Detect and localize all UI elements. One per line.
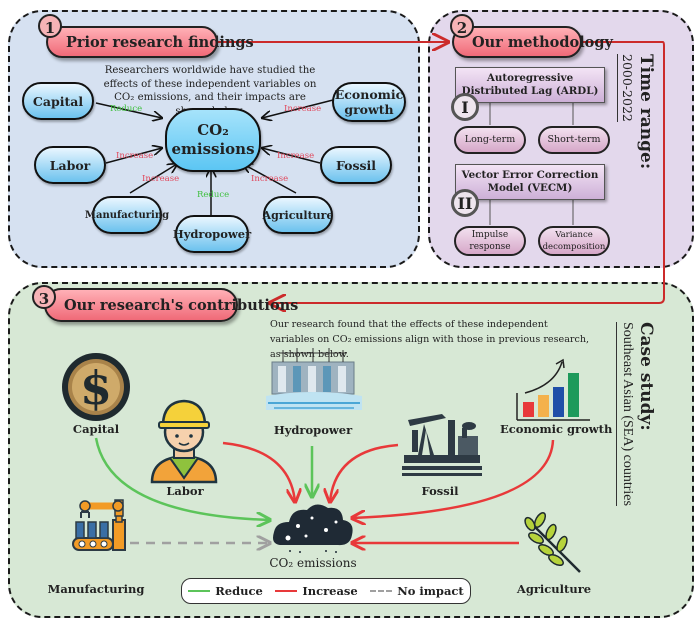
method-ardl: Autoregressive Distributed Lag (ARDL) (455, 67, 605, 103)
arrow-fossil-increase (330, 443, 399, 502)
robot-arm-icon (72, 499, 126, 551)
section3-title: Our research's contributions (44, 288, 298, 322)
s1-label-capital-effect: Reduce (110, 104, 143, 114)
section1-title: Prior research findings (46, 26, 254, 58)
method-vecm-numeral: II (451, 189, 479, 217)
oil-pump-icon (402, 414, 482, 476)
legend-swatch-reduce (188, 590, 211, 592)
s1-label-hydropower-effect: Reduce (197, 190, 230, 200)
s1-node-economic-growth: Economic growth (332, 82, 406, 122)
s1-node-agriculture: Agriculture (263, 196, 333, 234)
legend-label-reduce: Reduce (215, 584, 263, 598)
arrow-labor (105, 148, 162, 164)
legend-label-increase: Increase (302, 584, 358, 598)
s1-label-agriculture-effect: Increase (251, 174, 289, 184)
s1-label-fossil-effect: Increase (277, 151, 315, 161)
time-range-value: 2000-2022 (617, 54, 635, 122)
s3-label-labor: Labor (166, 484, 204, 498)
link-2-to-3 (270, 41, 665, 303)
case-study-label: Case study: (636, 322, 656, 431)
bar-chart-icon (516, 358, 590, 421)
arrow-labor-increase (222, 441, 295, 502)
arrow-economic-increase (352, 439, 555, 518)
arrow-fossil (262, 148, 321, 164)
s1-label-economic-effect: Increase (284, 104, 322, 114)
arrow-manufacturing (129, 164, 177, 194)
s3-label-economic-growth: Economic growth (500, 422, 613, 436)
method-vecm: Vector Error Correction Model (VECM) (455, 164, 605, 200)
arrow-agriculture (243, 164, 297, 194)
legend: Reduce Increase No impact (181, 578, 471, 604)
vecm-output-impulse-response: Impulse response (454, 226, 526, 256)
s3-label-fossil: Fossil (421, 484, 459, 498)
arrow-economic (262, 99, 334, 118)
s3-label-hydropower: Hydropower (273, 423, 353, 437)
section3-number: 3 (32, 285, 56, 309)
svg-text:$: $ (80, 361, 112, 415)
legend-item-increase: Increase (275, 584, 358, 598)
section2-number: 2 (450, 14, 474, 38)
legend-swatch-no-impact (370, 590, 393, 592)
dollar-coin-icon: $ (62, 353, 130, 421)
section1-number: 1 (38, 14, 62, 38)
legend-item-reduce: Reduce (188, 584, 263, 598)
s1-label-labor-effect: Increase (116, 151, 154, 161)
s1-node-labor: Labor (34, 146, 106, 184)
vecm-output-variance-decomposition: Variance decomposition (538, 226, 610, 256)
s3-label-capital: Capital (72, 422, 120, 436)
section2-title: Our methodology (452, 26, 613, 58)
arrow-capital (95, 102, 162, 118)
s1-label-manufacturing-effect: Increase (142, 174, 180, 184)
s1-node-hydropower: Hydropower (173, 215, 251, 253)
s3-label-agriculture: Agriculture (516, 582, 592, 596)
s1-node-co2: CO₂ emissions (165, 108, 261, 172)
case-study-value: Southeast Asian (SEA) countries (616, 322, 635, 506)
legend-label-no-impact: No impact (397, 584, 464, 598)
wheat-icon (524, 512, 581, 573)
ardl-output-long-term: Long-term (454, 126, 526, 154)
section3-intro: Our research found that the effects of t… (270, 319, 590, 360)
s1-node-manufacturing: Manufacturing (85, 196, 169, 234)
s1-node-fossil: Fossil (320, 146, 392, 184)
worker-icon (150, 399, 218, 484)
arrow-capital-reduce (94, 437, 270, 520)
contributions-panel (8, 282, 694, 618)
s3-label-co2: CO₂ emissions (269, 556, 357, 570)
legend-item-no-impact: No impact (370, 584, 464, 598)
s3-label-manufacturing: Manufacturing (47, 582, 145, 596)
method-ardl-numeral: I (451, 93, 479, 121)
s1-node-capital: Capital (22, 82, 94, 120)
time-range-label: Time range: (636, 54, 656, 170)
ardl-output-short-term: Short-term (538, 126, 610, 154)
co2-cloud-icon (273, 504, 353, 553)
dam-icon (266, 348, 362, 410)
legend-swatch-increase (275, 590, 298, 592)
